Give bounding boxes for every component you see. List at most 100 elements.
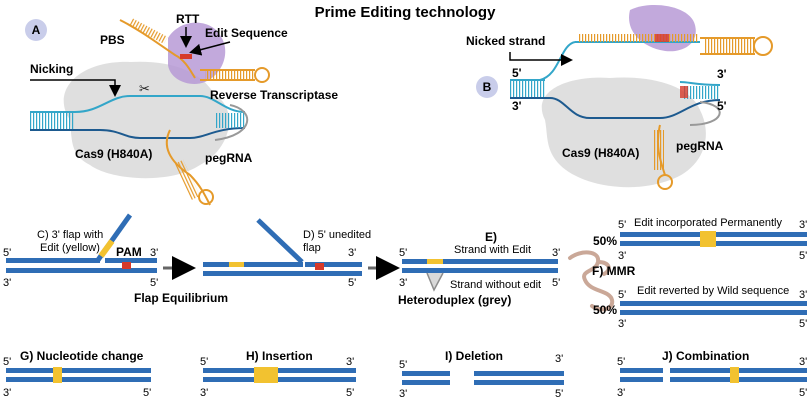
- c-pam-mark: [122, 262, 131, 269]
- dna-strand-bottom-b: [510, 97, 721, 119]
- f-5-tl2: 5': [618, 289, 626, 301]
- g-5-tl: 5': [3, 356, 11, 368]
- dna-strand-bottom-a: [30, 127, 246, 139]
- flap-equilibrium-label: Flap Equilibrium: [134, 291, 228, 305]
- e-3-top-right: 3': [552, 247, 560, 259]
- j-3-tr: 3': [799, 356, 807, 368]
- d-top-strand: [203, 262, 303, 267]
- panel-i-label: I) Deletion: [445, 349, 503, 363]
- cas9-label-b: Cas9 (H840A): [562, 146, 639, 160]
- g-3-bl: 3': [3, 387, 11, 399]
- panel-g-label: G) Nucleotide change: [20, 349, 144, 363]
- h-insert-mark: [254, 367, 278, 383]
- pct-bottom: 50%: [593, 303, 617, 317]
- edit-sequence-label: Edit Sequence: [205, 26, 288, 40]
- f-5-tl: 5': [618, 219, 626, 231]
- c-5-top-left: 5': [3, 247, 11, 259]
- d-bottom-strand: [203, 271, 362, 276]
- h-3-bl: 3': [200, 387, 208, 399]
- dna-ticks-right-a: [215, 113, 245, 128]
- c-3-top-right: 3': [150, 247, 158, 259]
- d-3-top-right: 3': [348, 247, 356, 259]
- panel-d: D) 5' unedited flap 3' 5': [203, 218, 371, 289]
- i-top-left: [402, 371, 450, 376]
- linker-a: [214, 104, 249, 141]
- f-bottom-strand-2: [620, 310, 807, 315]
- panel-d-label-2: flap: [303, 242, 321, 254]
- nicked-strand-ticks: [578, 34, 698, 42]
- f-3-tr2: 3': [799, 289, 807, 301]
- pegrna-loop-a: [198, 189, 214, 205]
- dna-ticks-left-b: [510, 81, 545, 97]
- i-top-right: [474, 371, 564, 376]
- j-5-tl: 5': [617, 356, 625, 368]
- pegrna-ticks-b: [654, 130, 664, 170]
- i-3-bl: 3': [399, 388, 407, 400]
- cas9-label-a: Cas9 (H840A): [75, 147, 152, 161]
- f-3-tr: 3': [799, 219, 807, 231]
- dna-ticks-left-a: [30, 113, 75, 129]
- e-bottom-strand: [402, 268, 558, 273]
- mmr-enzyme-icon: [568, 250, 615, 312]
- edit-mark-b2: [680, 86, 688, 98]
- j-bottom-left: [620, 377, 663, 382]
- panel-a-badge-label: A: [32, 23, 41, 37]
- pegrna-label-a: pegRNA: [205, 151, 253, 165]
- f-5-br2: 5': [799, 318, 807, 330]
- edit-mark-b: [655, 34, 669, 42]
- e-edit-mark: [427, 259, 443, 264]
- mmr-label: F) MMR: [592, 264, 636, 278]
- pct-top: 50%: [593, 234, 617, 248]
- panel-e-label: E): [485, 230, 497, 244]
- i-bottom-right: [474, 380, 564, 385]
- scissors-icon: ✂: [139, 81, 150, 96]
- panel-j: J) Combination 5' 3' 3' 5': [617, 349, 807, 399]
- heteroduplex-bulge: [426, 272, 444, 292]
- d-edit-mark: [229, 262, 244, 267]
- panel-g: G) Nucleotide change 5' 3' 5': [3, 349, 151, 399]
- f-3-bl2: 3': [618, 318, 626, 330]
- panel-i: I) Deletion 5' 3' 3' 5': [399, 349, 564, 400]
- hairpin-b: [700, 37, 755, 55]
- dna-strand-top-a: [30, 95, 246, 113]
- h-3-tr: 3': [346, 356, 354, 368]
- edit-reverted-label: Edit reverted by Wild sequence: [637, 285, 789, 297]
- panel-h: H) Insertion 5' 3' 3' 5': [200, 349, 356, 399]
- e-top-strand: [402, 259, 558, 264]
- pegrna-loop-b: [657, 174, 673, 190]
- cas9-protein-a: [63, 61, 230, 179]
- hairpin-ticks-a: [205, 71, 255, 79]
- panel-c-label-2: Edit (yellow): [40, 242, 100, 254]
- panel-f: F) MMR Edit incorporated Permanently 50%…: [568, 217, 807, 330]
- panel-c-label-1: C) 3' flap with: [37, 229, 103, 241]
- panel-h-label: H) Insertion: [246, 349, 313, 363]
- panel-j-label: J) Combination: [662, 349, 749, 363]
- pegrna-label-b: pegRNA: [676, 139, 724, 153]
- h-top-strand: [203, 368, 356, 373]
- heteroduplex-label: Heteroduplex (grey): [398, 293, 511, 307]
- panel-e: E) Strand with Edit Strand without edit …: [398, 230, 560, 307]
- c-3-bottom-left: 3': [3, 277, 11, 289]
- d-5-bottom-right: 5': [348, 277, 356, 289]
- hairpin-loop-a: [254, 67, 270, 83]
- e-5-bottom-right: 5': [552, 277, 560, 289]
- h-5-tl: 5': [200, 356, 208, 368]
- c-top-strand-right: [105, 258, 157, 263]
- linker-b: [689, 101, 721, 126]
- edit-sequence-mark-a: [180, 54, 192, 59]
- b-three-prime-right: 3': [717, 67, 727, 81]
- panel-a-badge: [25, 19, 47, 41]
- rtt-label: RTT: [176, 12, 200, 26]
- strand-with-edit-label: Strand with Edit: [454, 244, 531, 256]
- edit-incorporated-label: Edit incorporated Permanently: [634, 217, 782, 229]
- cas9-protein-b: [541, 77, 706, 188]
- h-5-br: 5': [346, 387, 354, 399]
- hairpin-loop-b: [753, 36, 773, 56]
- c-top-strand-left: [6, 258, 100, 263]
- j-3-bl: 3': [617, 387, 625, 399]
- j-top-left: [620, 368, 663, 373]
- d-top-strand-right: [305, 262, 362, 267]
- c-pam-label: PAM: [116, 245, 142, 259]
- panel-c: C) 3' flap with Edit (yellow) PAM 5' 3' …: [3, 213, 158, 289]
